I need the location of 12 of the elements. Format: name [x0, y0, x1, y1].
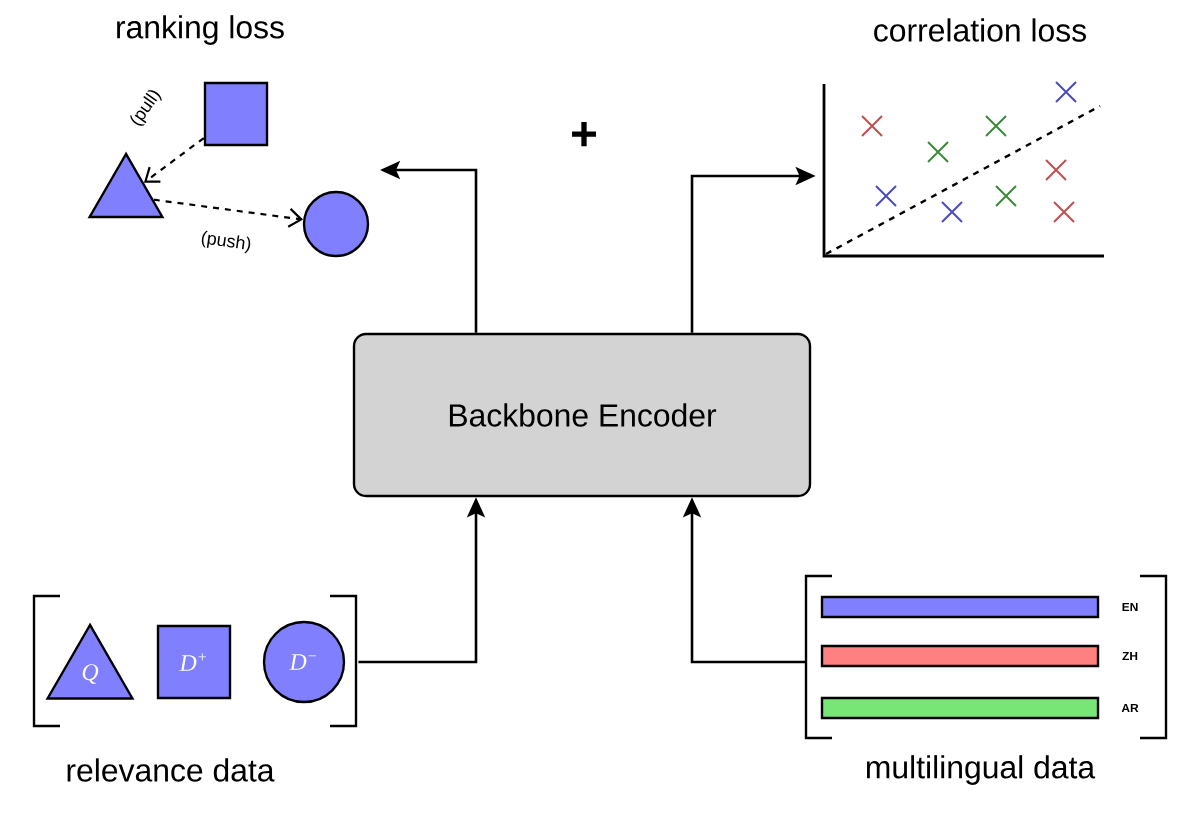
- heading: multilingual data: [866, 755, 1096, 785]
- encoder-box: Backbone Encoder: [352, 332, 812, 498]
- arrow: [153, 198, 304, 228]
- square-shape: [203, 81, 269, 147]
- circle-shape: [302, 190, 370, 258]
- document-square: D$^{+}$: [156, 624, 232, 700]
- heading: relevance data: [67, 758, 275, 782]
- heading: correlation loss: [874, 18, 1086, 42]
- arrow: [143, 137, 205, 183]
- plus-sign: +: [572, 122, 596, 147]
- edge-label: (push): [201, 230, 251, 254]
- heading: ranking loss: [117, 15, 284, 45]
